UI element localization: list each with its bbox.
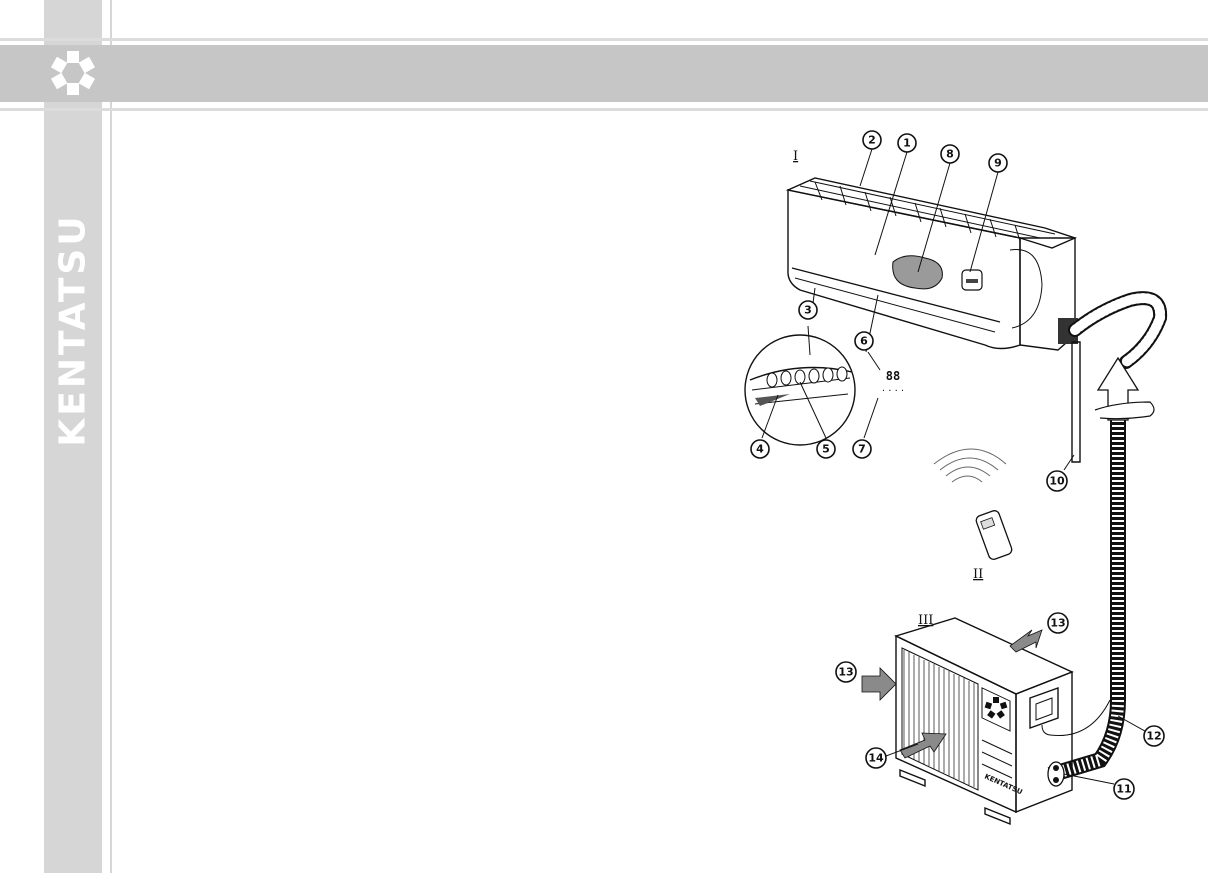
air-outlet-detail (744, 334, 856, 446)
callout-9: 9 (988, 153, 1008, 173)
callout-8: 8 (940, 144, 960, 164)
svg-text:6: 6 (860, 335, 868, 348)
callout-3: 3 (798, 300, 818, 320)
callout-14: 14 (865, 747, 887, 769)
svg-text:8: 8 (946, 148, 954, 161)
svg-text:12: 12 (1146, 730, 1161, 743)
svg-text:10: 10 (1049, 475, 1065, 488)
indoor-unit (785, 177, 1078, 351)
refrigerant-pipe (1041, 291, 1168, 783)
svg-text:14: 14 (868, 752, 884, 765)
vertical-divider (110, 0, 112, 873)
svg-text:11: 11 (1116, 783, 1131, 796)
leader-lines (761, 148, 1153, 785)
callout-2: 2 (862, 130, 882, 150)
sidebar-strip (44, 0, 102, 873)
header-band (0, 45, 1208, 102)
callout-11: 11 (1113, 778, 1135, 800)
section-label-2: II (973, 567, 983, 582)
header-rule-top (0, 38, 1208, 41)
callout-10: 10 (1046, 470, 1068, 492)
callout-13-right: 13 (1047, 612, 1069, 634)
svg-text:13: 13 (1050, 617, 1065, 630)
callout-12: 12 (1143, 725, 1165, 747)
section-label-3: III (918, 613, 933, 628)
callout-13-left: 13 (835, 661, 857, 683)
callout-5: 5 (816, 439, 836, 459)
remote-control (933, 448, 1013, 560)
callout-1: 1 (897, 133, 917, 153)
svg-text:9: 9 (994, 157, 1002, 170)
display-dots: · · · · (882, 386, 904, 397)
outdoor-fan-icon (984, 697, 1008, 719)
callout-4: 4 (750, 439, 770, 459)
svg-text:4: 4 (756, 443, 764, 456)
indoor-display: 88 · · · · (882, 369, 904, 397)
callout-6: 6 (854, 331, 874, 351)
outdoor-brand-label: KENTATSU (983, 773, 1024, 797)
callout-7: 7 (852, 439, 872, 459)
fan-flower-icon (44, 45, 102, 102)
svg-text:1: 1 (903, 137, 911, 150)
svg-text:3: 3 (804, 304, 812, 317)
svg-text:7: 7 (858, 443, 866, 456)
svg-text:2: 2 (868, 134, 876, 147)
outdoor-unit: KENTATSU (861, 617, 1074, 826)
svg-text:5: 5 (822, 443, 830, 456)
header-rule-bottom (0, 108, 1208, 111)
svg-text:13: 13 (838, 666, 853, 679)
section-label-1: I (793, 149, 798, 164)
display-digits: 88 (886, 369, 900, 383)
